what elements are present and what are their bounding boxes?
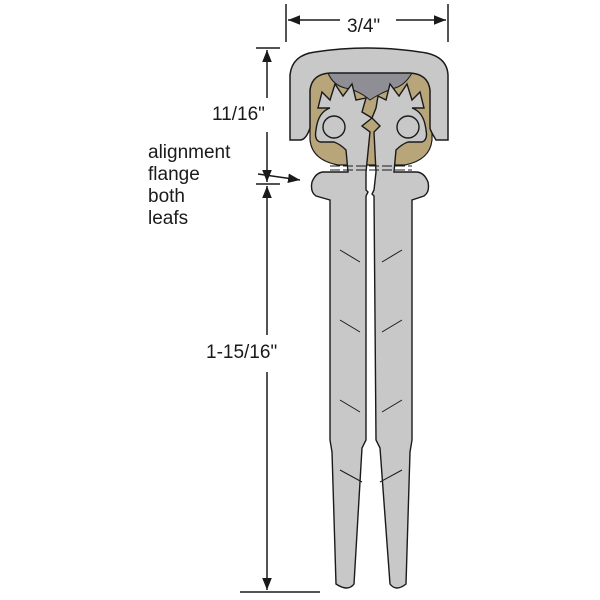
- callout-label: alignment flange both leafs: [148, 142, 230, 230]
- width-dimension: [285, 4, 449, 42]
- callout-line: flange: [148, 164, 200, 185]
- leaf-detail-lines: [339, 249, 403, 483]
- cap-channel: [289, 47, 449, 141]
- callout-line: leafs: [148, 208, 189, 229]
- callout-line: alignment: [148, 142, 231, 163]
- width-dimension-label: 3/4": [347, 16, 381, 37]
- left-leaf: [310, 82, 374, 589]
- callout-arrow: [257, 173, 301, 184]
- callout-line: both: [148, 186, 185, 207]
- leaf-length-label: 1-15/16": [206, 342, 278, 363]
- right-leaf: [371, 82, 430, 589]
- center-insert: [327, 72, 413, 101]
- height-dimension: [240, 47, 320, 593]
- alignment-flange-lines: [330, 165, 412, 171]
- cap-height-label: 11/16": [212, 104, 265, 125]
